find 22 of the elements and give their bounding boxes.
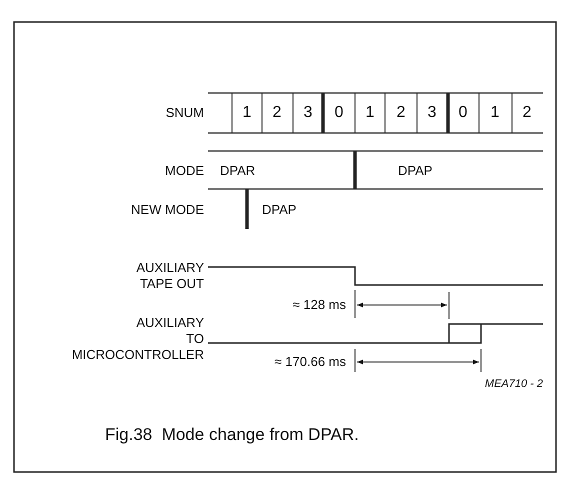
figure-caption: Fig.38 Mode change from DPAR. <box>105 425 359 445</box>
slot-number: 2 <box>272 105 282 121</box>
time-interval: ≈ 170.66 ms <box>274 354 346 370</box>
signal-name: NEW MODE <box>131 202 204 218</box>
slot-number: 0 <box>334 105 344 121</box>
figure-code: MEA710 - 2 <box>484 377 543 392</box>
slot-number: 0 <box>458 105 468 121</box>
slot-number: 1 <box>366 105 374 121</box>
signal-name: MODE <box>165 163 204 179</box>
slot-number: 1 <box>242 105 252 121</box>
slot-number: 1 <box>490 105 500 121</box>
signal-name: AUXILIARY TO MICROCONTROLLER <box>70 315 204 363</box>
time-interval: ≈ 128 ms <box>292 297 346 313</box>
signal-name: AUXILIARY TAPE OUT <box>135 260 204 292</box>
slot-number: 3 <box>428 105 436 121</box>
mode-name: DPAR <box>220 163 256 179</box>
signal-name: SNUM <box>166 105 204 121</box>
slot-number: 3 <box>304 105 312 121</box>
mode-name: DPAP <box>398 163 432 179</box>
slot-number: 2 <box>396 105 406 121</box>
slot-number: 2 <box>522 105 532 121</box>
mode-name: DPAP <box>262 202 296 218</box>
